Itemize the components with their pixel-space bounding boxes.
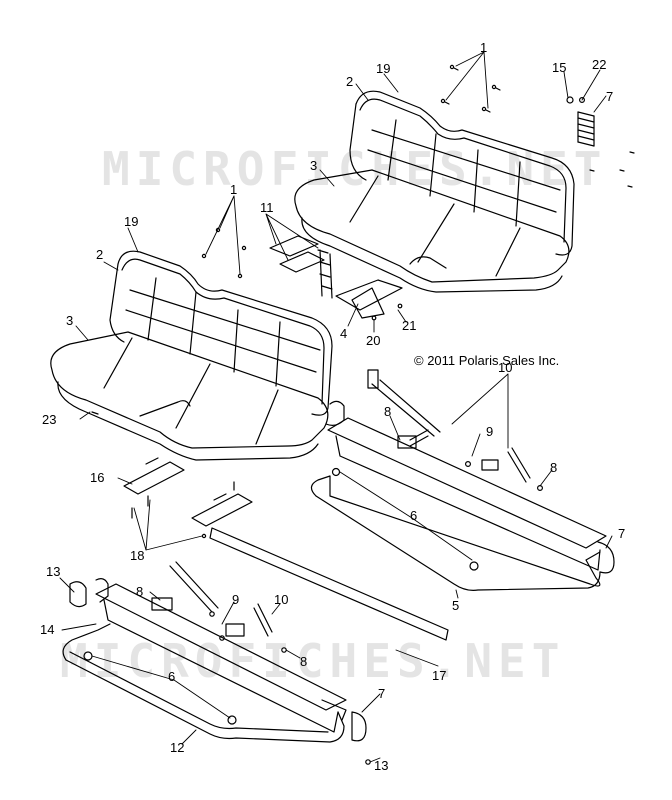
callout-8: 8 <box>550 460 557 475</box>
callout-10: 10 <box>274 592 288 607</box>
callout-15: 15 <box>552 60 566 75</box>
callout-7: 7 <box>606 89 613 104</box>
front-seat-cushion <box>50 331 329 461</box>
front-seat-screws <box>201 227 247 279</box>
callout-17: 17 <box>432 668 446 683</box>
callout-2: 2 <box>346 74 353 89</box>
seat-brackets <box>123 457 253 539</box>
callout-4: 4 <box>340 326 347 341</box>
rear-seat-frame <box>310 369 615 591</box>
callout-1: 1 <box>480 40 487 55</box>
callout-8: 8 <box>136 584 143 599</box>
callout-8: 8 <box>300 654 307 669</box>
torsion-bar <box>209 527 449 641</box>
callout-23: 23 <box>42 412 56 427</box>
callout-labels: 1 2 19 15 22 7 3 1 19 11 2 3 4 21 20 10 … <box>40 40 625 773</box>
callout-6: 6 <box>168 669 175 684</box>
callout-6: 6 <box>410 508 417 523</box>
callout-9: 9 <box>486 424 493 439</box>
callout-12: 12 <box>170 740 184 755</box>
callout-16: 16 <box>90 470 104 485</box>
rear-seat-backrest <box>349 90 575 256</box>
rear-seat-cushion <box>294 169 570 293</box>
callout-22: 22 <box>592 57 606 72</box>
bumper-23 <box>91 411 99 415</box>
callout-18: 18 <box>130 548 144 563</box>
leader-lines <box>59 51 613 763</box>
callout-19: 19 <box>124 214 138 229</box>
callout-19: 19 <box>376 61 390 76</box>
callout-21: 21 <box>402 318 416 333</box>
front-seat-frame <box>62 561 371 765</box>
copyright-notice: © 2011 Polaris Sales Inc. <box>414 353 560 368</box>
seat-latch-plates <box>269 235 403 321</box>
callout-8: 8 <box>384 404 391 419</box>
callout-13: 13 <box>374 758 388 773</box>
front-seat-backrest <box>109 250 333 416</box>
callout-13: 13 <box>46 564 60 579</box>
callout-5: 5 <box>452 598 459 613</box>
callout-2: 2 <box>96 247 103 262</box>
callout-1: 1 <box>230 182 237 197</box>
callout-3: 3 <box>66 313 73 328</box>
callout-7: 7 <box>378 686 385 701</box>
callout-3: 3 <box>310 158 317 173</box>
callout-20: 20 <box>366 333 380 348</box>
rear-seat-screws <box>440 64 501 113</box>
rear-seat-spring <box>566 96 595 147</box>
watermark-bottom: MICROFICHES.NET <box>60 634 566 688</box>
callout-10: 10 <box>498 360 512 375</box>
callout-14: 14 <box>40 622 54 637</box>
callout-9: 9 <box>232 592 239 607</box>
callout-11: 11 <box>260 200 274 215</box>
callout-7: 7 <box>618 526 625 541</box>
rear-seat-fasteners <box>589 151 635 188</box>
